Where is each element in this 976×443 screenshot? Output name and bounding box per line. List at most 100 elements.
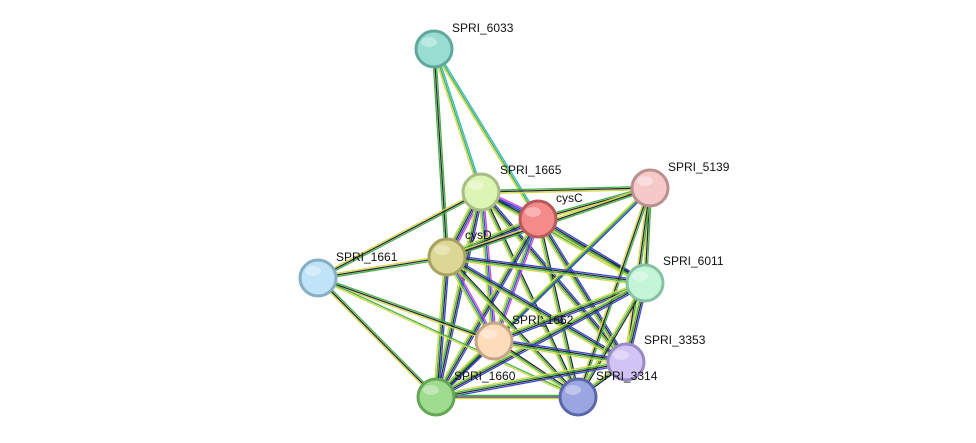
edge-evidence-line: [447, 254, 628, 361]
edge-cysC-SPRI_6011: [536, 216, 647, 286]
node-label: SPRI_6011: [663, 254, 724, 268]
node-circle[interactable]: [630, 168, 670, 208]
edge-evidence-line: [431, 49, 447, 258]
edge-SPRI_1665-SPRI_3314: [478, 191, 581, 398]
node-SPRI_1662[interactable]: SPRI_1662: [474, 313, 574, 361]
node-circle[interactable]: [461, 172, 501, 212]
edge-SPRI_6033-cysD: [431, 48, 450, 258]
edge-evidence-line: [437, 192, 484, 398]
edge-cysC-SPRI_3314: [535, 218, 581, 398]
edge-evidence-line: [445, 258, 626, 365]
edge-SPRI_6033-SPRI_1665: [431, 48, 484, 193]
edge-evidence-line: [446, 258, 645, 287]
edge-SPRI_6011-SPRI_3314: [576, 281, 647, 399]
node-SPRI_6011[interactable]: SPRI_6011: [625, 254, 724, 303]
edge-evidence-line: [494, 337, 627, 361]
edge-evidence-line: [434, 256, 447, 397]
node-label: SPRI_5139: [668, 160, 730, 174]
edge-cysC-SPRI_1660: [433, 217, 541, 399]
edge-SPRI_1661-SPRI_1662: [317, 275, 495, 344]
edge-evidence-line: [433, 48, 448, 258]
edge-evidence-line: [316, 278, 436, 399]
edge-evidence-line: [436, 192, 483, 398]
node-SPRI_3353[interactable]: SPRI_3353: [606, 333, 706, 382]
node-circle[interactable]: [414, 29, 454, 69]
edge-evidence-line: [481, 191, 581, 397]
node-SPRI_1661[interactable]: SPRI_1661: [298, 250, 398, 298]
node-label: cysD: [465, 228, 492, 242]
node-highlight: [637, 176, 653, 186]
edge-cysD-SPRI_1660: [432, 256, 451, 398]
node-highlight: [613, 350, 629, 360]
node-circle[interactable]: [474, 321, 514, 361]
edge-evidence-line: [492, 280, 645, 340]
edge-evidence-line: [480, 191, 579, 398]
edge-evidence-line: [479, 193, 645, 286]
node-circle[interactable]: [298, 258, 338, 298]
node-SPRI_5139[interactable]: SPRI_5139: [630, 160, 730, 208]
edge-evidence-line: [477, 192, 493, 342]
node-SPRI_1665[interactable]: SPRI_1665: [461, 163, 562, 212]
edge-evidence-line: [494, 339, 627, 362]
edge-evidence-line: [433, 217, 537, 397]
edge-evidence-line: [318, 275, 495, 341]
node-highlight: [421, 37, 437, 47]
node-label: cysC: [556, 191, 583, 205]
node-cysC[interactable]: cysC: [518, 191, 583, 239]
node-label: SPRI_1665: [500, 163, 562, 177]
edge-SPRI_1662-SPRI_3353: [493, 337, 627, 366]
node-cysD[interactable]: cysD: [427, 228, 492, 277]
node-highlight: [525, 207, 541, 217]
edge-evidence-line: [479, 192, 494, 342]
edge-evidence-line: [318, 257, 448, 281]
edge-evidence-line: [537, 218, 579, 398]
node-SPRI_6033[interactable]: SPRI_6033: [414, 21, 514, 69]
edge-SPRI_3353-SPRI_1660: [435, 359, 627, 400]
node-highlight: [423, 385, 439, 395]
edge-evidence-line: [317, 277, 437, 398]
edge-evidence-line: [538, 218, 628, 362]
node-highlight: [434, 245, 450, 255]
edge-SPRI_6011-SPRI_1660: [434, 280, 647, 400]
node-label: SPRI_1662: [512, 313, 574, 327]
node-circle[interactable]: [625, 263, 665, 303]
edge-evidence-line: [577, 282, 646, 398]
edge-evidence-line: [437, 219, 541, 399]
edge-evidence-line: [538, 216, 647, 282]
edge-SPRI_1660-SPRI_3314: [436, 394, 578, 400]
edge-evidence-line: [447, 253, 646, 282]
edge-evidence-line: [434, 280, 645, 396]
edge-cysD-SPRI_3353: [445, 254, 628, 365]
edge-evidence-line: [436, 283, 646, 399]
edge-evidence-line: [538, 217, 646, 283]
node-circle[interactable]: [518, 199, 558, 239]
node-circle[interactable]: [606, 342, 646, 382]
edge-evidence-line: [480, 187, 651, 193]
node-label: SPRI_3314: [596, 369, 658, 383]
node-highlight: [565, 385, 581, 395]
edge-evidence-line: [435, 360, 626, 397]
node-circle[interactable]: [558, 377, 598, 417]
edge-SPRI_1661-SPRI_1660: [316, 276, 438, 399]
edge-evidence-line: [493, 341, 626, 364]
node-label: SPRI_6033: [452, 21, 514, 35]
edge-evidence-line: [317, 256, 448, 279]
edge-evidence-line: [436, 284, 647, 400]
edge-evidence-line: [538, 218, 581, 397]
edge-SPRI_1665-SPRI_5139: [480, 185, 651, 195]
edge-evidence-line: [435, 281, 645, 397]
edge-evidence-line: [536, 220, 645, 286]
edge-evidence-line: [431, 49, 481, 193]
edge-evidence-line: [318, 276, 438, 397]
node-SPRI_1660[interactable]: SPRI_1660: [416, 369, 516, 417]
node-highlight: [632, 271, 648, 281]
edge-SPRI_6011-SPRI_1662: [492, 280, 647, 344]
node-circle[interactable]: [416, 377, 456, 417]
edge-evidence-line: [482, 190, 629, 361]
node-SPRI_3314[interactable]: SPRI_3314: [558, 369, 658, 417]
edge-evidence-line: [436, 219, 540, 398]
edge-evidence-line: [495, 219, 541, 343]
edge-evidence-line: [316, 190, 481, 278]
node-circle[interactable]: [427, 237, 467, 277]
